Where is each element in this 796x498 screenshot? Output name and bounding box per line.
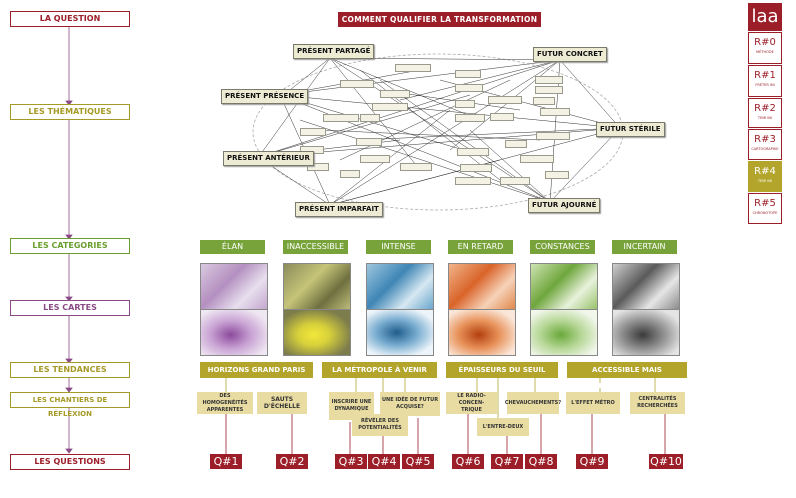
- sidebar-item-r2[interactable]: R#2 TEMI INI: [748, 98, 782, 128]
- network-mini-node: [380, 90, 410, 98]
- label-question: LA QUESTION: [10, 11, 130, 27]
- question-q6[interactable]: Q#6: [452, 454, 484, 469]
- question-q10[interactable]: Q#10: [649, 454, 683, 469]
- network-mini-node: [455, 84, 483, 92]
- node-present-partage: PRÉSENT PARTAGÉ: [293, 44, 375, 59]
- network-mini-node: [360, 114, 380, 122]
- page-title: COMMENT QUALIFIER LA TRANSFORMATION ?: [338, 12, 541, 39]
- network-mini-node: [490, 113, 514, 121]
- trend-accessible-inabordable: ACCESSIBLE MAIS INABORDABLE: [567, 362, 687, 390]
- node-futur-concret: FUTUR CONCRET: [533, 47, 607, 62]
- network-mini-node: [360, 155, 390, 163]
- network-mini-node: [536, 132, 570, 140]
- sidebar-item-r3[interactable]: R#3 CARTOGRAPHIE: [748, 129, 782, 160]
- network-mini-node: [455, 177, 491, 185]
- label-questions: LES QUESTIONS: [10, 454, 130, 470]
- category-inaccessible: INACCESSIBLE: [283, 240, 348, 254]
- label-categories: LES CATEGORIES: [10, 238, 130, 254]
- map-en-retard-top: [448, 263, 516, 310]
- trend-epaisseurs-du-seuil: ÉPAISSEURS DU SEUIL: [446, 362, 558, 378]
- map-elan-top: [200, 263, 268, 310]
- chantier-effet-metro: L'EFFET MÉTRO: [566, 392, 620, 414]
- map-inaccessible-bottom: [283, 309, 351, 356]
- category-en-retard: EN RETARD: [448, 240, 513, 254]
- label-thematiques: LES THÉMATIQUES: [10, 104, 130, 120]
- question-q4[interactable]: Q#4: [368, 454, 400, 469]
- map-en-retard-bottom: [448, 309, 516, 356]
- category-incertain: INCERTAIN: [612, 240, 677, 254]
- category-constances: CONSTANCES: [530, 240, 595, 254]
- label-chantiers: LES CHANTIERS DE RÉFLEXION: [10, 392, 130, 418]
- network-mini-node: [356, 138, 382, 146]
- sidebar-logo[interactable]: laa: [748, 3, 782, 31]
- network-mini-node: [300, 128, 326, 136]
- chantier-sauts-echelle: SAUTS D'ÉCHELLE: [257, 392, 307, 414]
- network-mini-node: [500, 177, 530, 185]
- network-mini-node: [520, 155, 554, 163]
- node-present-anterieur: PRÉSENT ANTÉRIEUR: [223, 151, 314, 166]
- network-mini-node: [372, 103, 408, 111]
- question-q7[interactable]: Q#7: [491, 454, 523, 469]
- network-mini-node: [455, 114, 485, 122]
- network-mini-node: [457, 148, 489, 156]
- node-present-imparfait: PRÉSENT IMPARFAIT: [295, 202, 383, 217]
- chantier-radio-concentrique: LE RADIO-CONCEN-TRIQUE: [446, 392, 497, 414]
- network-mini-node: [535, 76, 563, 84]
- sidebar-item-r4[interactable]: R#4 TEMI INI: [748, 161, 782, 192]
- node-present-presence: PRÉSENT PRÉSENCE: [221, 89, 309, 104]
- label-cartes: LES CARTES: [10, 300, 130, 316]
- map-intense-top: [366, 263, 434, 310]
- network-mini-node: [505, 140, 527, 148]
- network-mini-node: [545, 171, 569, 179]
- network-mini-node: [400, 163, 432, 171]
- network-mini-node: [540, 108, 570, 116]
- network-mini-node: [323, 114, 359, 122]
- network-mini-node: [455, 70, 481, 78]
- network-mini-node: [535, 86, 563, 94]
- question-q1[interactable]: Q#1: [210, 454, 242, 469]
- map-constances-top: [530, 263, 598, 310]
- question-q8[interactable]: Q#8: [525, 454, 557, 469]
- trend-metropole-a-venir: LA MÉTROPOLE À VENIR: [322, 362, 437, 378]
- network-mini-node: [533, 97, 555, 105]
- question-q3[interactable]: Q#3: [335, 454, 367, 469]
- network-mini-node: [395, 64, 431, 72]
- node-futur-sterile: FUTUR STÉRILE: [596, 122, 665, 137]
- trend-horizons-grand-paris: HORIZONS GRAND PARIS: [200, 362, 313, 378]
- chantier-chevauchements: CHEVAUCHEMENTS?: [505, 392, 561, 414]
- chantier-entre-deux: L'ENTRE-DEUX: [477, 418, 529, 436]
- question-q2[interactable]: Q#2: [276, 454, 308, 469]
- category-intense: INTENSE: [366, 240, 431, 254]
- network-mini-node: [460, 164, 492, 172]
- network-mini-node: [340, 170, 360, 178]
- network-mini-node: [340, 80, 374, 88]
- map-incertain-top: [612, 263, 680, 310]
- network-mini-node: [488, 96, 522, 104]
- sidebar-item-r0[interactable]: R#0 MÉTHODE: [748, 32, 782, 64]
- map-elan-bottom: [200, 309, 268, 356]
- map-constances-bottom: [530, 309, 598, 356]
- map-intense-bottom: [366, 309, 434, 356]
- sidebar-item-r5[interactable]: R#5 CHRONOTOPE: [748, 193, 782, 224]
- network-mini-node: [455, 100, 475, 108]
- network-mini-node: [307, 163, 329, 171]
- sidebar-item-r1[interactable]: R#1 FRÉTER INI: [748, 65, 782, 97]
- question-q9[interactable]: Q#9: [576, 454, 608, 469]
- question-q5[interactable]: Q#5: [402, 454, 434, 469]
- map-incertain-bottom: [612, 309, 680, 356]
- node-futur-ajourne: FUTUR AJOURNÉ: [528, 198, 601, 213]
- map-inaccessible-top: [283, 263, 351, 310]
- category-elan: ÉLAN: [200, 240, 265, 254]
- label-tendances: LES TENDANCES: [10, 362, 130, 378]
